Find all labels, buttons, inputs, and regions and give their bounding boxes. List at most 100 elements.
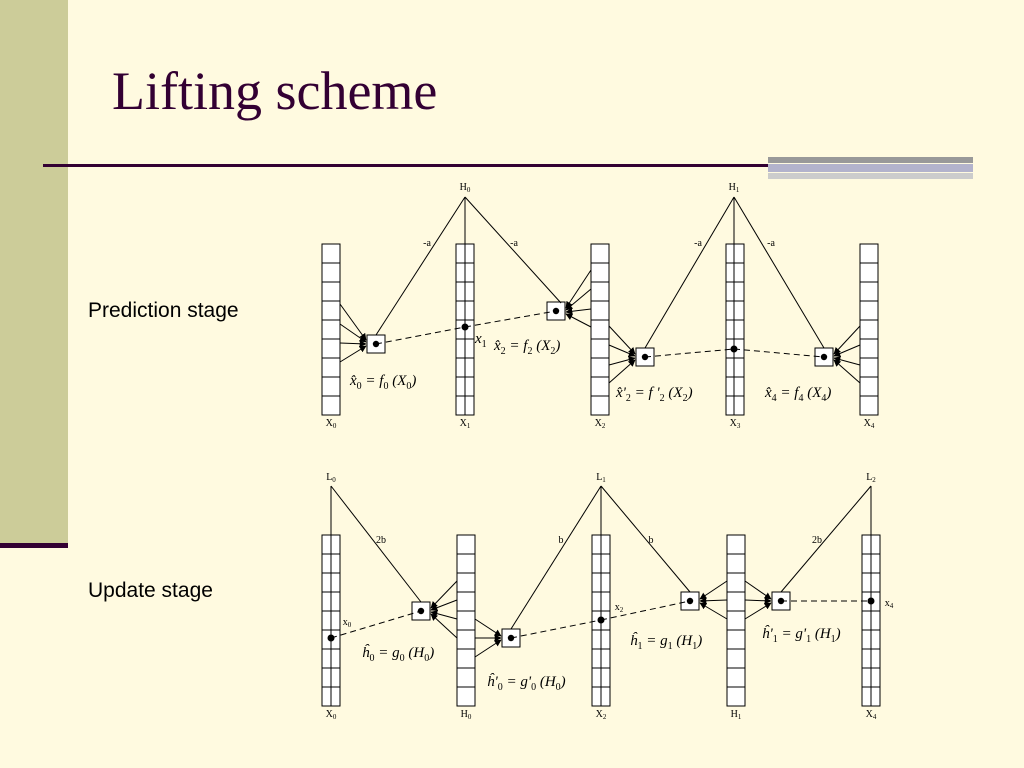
column-cell [859,395,879,416]
pred-column-label-1: X1 [460,418,471,430]
upd-arrow-d2 [744,602,772,620]
pred-arrow-b1 [565,288,592,311]
column-cell [321,338,341,359]
side-rule [0,543,68,548]
pred-arrow-d3 [833,359,861,384]
column-cell [725,319,745,340]
column-cell [456,534,476,555]
column-cell [456,610,476,631]
column-cell [726,553,746,574]
column-cell [725,357,745,378]
pred-edge-2 [644,196,735,349]
upd-arrow-a2 [430,610,458,620]
column-cell [859,243,879,264]
column-cell [456,686,476,707]
upd-arrow-a3 [430,613,458,639]
pred-dash-3 [733,348,825,358]
upd-column-1 [456,534,476,707]
upd-arrow-a0 [430,580,458,609]
pred-formula-1: x̂2 = f2 (X2) [493,338,560,357]
column-cell [726,667,746,688]
pred-arrow-d0 [833,325,861,355]
side-bar [0,0,68,545]
column-cell [725,243,745,264]
column-cell [456,648,476,669]
column-cell [859,281,879,302]
upd-arrow-c2 [699,602,728,620]
prediction-stage-label: Prediction stage [88,299,239,322]
upd-column-label-4: X4 [866,709,877,721]
pred-arrow-b3 [565,313,592,328]
upd-arrow-b2 [474,639,502,658]
column-cell [726,610,746,631]
pred-weight-2: -a [694,238,702,249]
upd-arrow-c1 [699,597,728,605]
upd-node-label-2: L2 [866,472,876,484]
pred-dash-0 [375,326,466,345]
upd-arrow-c0 [699,580,728,600]
column-cell [321,300,341,321]
upd-dash-2 [600,600,691,621]
column-cell [726,572,746,593]
pred-arrow-d1 [833,344,861,357]
column-cell [590,243,610,264]
upd-node-label-1: L1 [596,472,606,484]
column-cell [321,281,341,302]
upd-sample-label-0: x0 [343,617,352,629]
pred-formula-0: x̂0 = f0 (X0) [349,373,416,392]
upd-edge-1 [510,485,602,630]
pred-column-label-4: X4 [864,418,875,430]
column-cell [859,338,879,359]
pred-column-0 [321,243,341,416]
pred-arrow-a0 [339,303,367,341]
title-rule [43,164,973,167]
pred-edge-0 [375,196,466,336]
upd-formula-3: ĥ'1 = g'1 (H1) [762,625,841,645]
column-cell [725,300,745,321]
column-cell [725,376,745,397]
column-cell [859,319,879,340]
upd-sample-dot-1 [597,616,605,624]
column-cell [859,376,879,397]
column-cell [726,591,746,612]
pred-column-label-3: X3 [730,418,741,430]
pred-arrow-a1 [339,323,367,343]
accent-bar [768,157,973,179]
column-cell [859,300,879,321]
pred-column-label-2: X2 [595,418,606,430]
column-cell [321,395,341,416]
pred-arrow-a2 [339,340,367,348]
pred-arrow-a3 [339,345,367,363]
column-cell [590,281,610,302]
upd-weight-0: 2b [376,535,386,546]
column-cell [726,629,746,650]
column-cell [321,262,341,283]
column-cell [456,591,476,612]
column-cell [725,262,745,283]
pred-formula-3: x̂4 = f4 (X4) [764,385,831,404]
update-stage-label: Update stage [88,579,213,602]
column-cell [859,357,879,378]
column-cell [321,357,341,378]
pred-column-3 [725,243,745,416]
upd-column-3 [726,534,746,707]
slide-title: Lifting scheme [112,61,438,121]
column-cell [456,572,476,593]
upd-arrow-d1 [744,597,772,605]
upd-weight-1: b [559,535,564,546]
pred-arrow-b0 [565,269,592,309]
upd-weight-2: b [649,535,654,546]
column-cell [726,534,746,555]
upd-dash-0 [330,610,422,639]
upd-arrow-a1 [430,599,458,612]
upd-column-label-0: X0 [326,709,337,721]
upd-formula-2: ĥ1 = g1 (H1) [630,632,702,652]
upd-weight-3: 2b [812,535,822,546]
pred-node-label-1: H1 [729,182,740,194]
pred-arrow-c0 [608,325,636,355]
column-cell [726,686,746,707]
pred-sample-dot-1 [730,345,738,353]
pred-arrow-d2 [833,356,861,366]
pred-arrow-c2 [608,356,636,366]
